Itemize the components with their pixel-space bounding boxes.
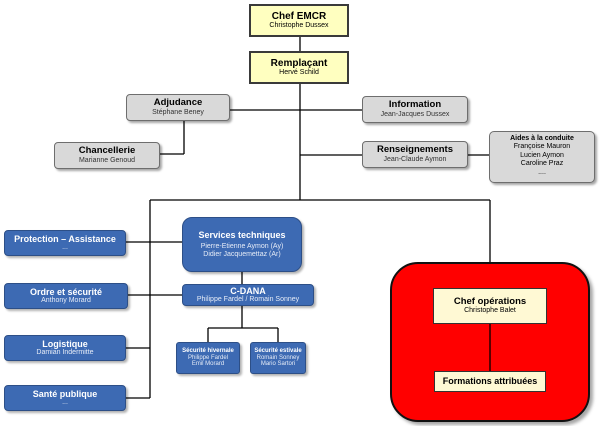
- c-dana-name: Philippe Fardel / Romain Sonney: [196, 296, 300, 304]
- hivernale-line: Philippe Fardel: [187, 354, 229, 361]
- aides-conduite-box: Aides à la conduite Françoise Mauron Luc…: [489, 131, 595, 183]
- logistique-title: Logistique: [42, 338, 88, 349]
- logistique-name: Damian Indermitte: [36, 349, 94, 357]
- ordre-title: Ordre et sécurité: [29, 286, 103, 297]
- aides-name: Lucien Aymon: [520, 151, 564, 159]
- sante-publique-box: Santé publique ...: [4, 385, 126, 411]
- adjudance-box: Adjudance Stéphane Beney: [126, 94, 230, 121]
- information-box: Information Jean-Jacques Dussex: [362, 96, 468, 123]
- sante-title: Santé publique: [32, 388, 98, 399]
- chef-operations-box: Chef opérations Christophe Balet: [433, 288, 547, 324]
- remplacant-box: Remplaçant Hervé Schild: [249, 51, 349, 84]
- aides-name: ....: [538, 168, 546, 176]
- chef-emcr-box: Chef EMCR Christophe Dussex: [249, 4, 349, 37]
- renseignements-title: Renseignements: [376, 144, 454, 156]
- aides-name: Caroline Praz: [520, 160, 564, 168]
- chef-operations-title: Chef opérations: [453, 295, 527, 307]
- information-title: Information: [388, 99, 442, 111]
- protection-title: Protection – Assistance: [14, 233, 116, 244]
- chef-emcr-title: Chef EMCR: [271, 10, 327, 22]
- adjudance-title: Adjudance: [153, 97, 203, 109]
- chancellerie-box: Chancellerie Marianne Genoud: [54, 142, 160, 169]
- ordre-name: Anthony Morard: [41, 297, 91, 305]
- services-title: Services techniques: [198, 229, 286, 240]
- estivale-line: Mario Sartori: [260, 361, 296, 368]
- securite-estivale-box: Sécurité estivale Romain Sonney Mario Sa…: [250, 342, 306, 374]
- information-name: Jean-Jacques Dussex: [380, 110, 450, 118]
- remplacant-title: Remplaçant: [270, 57, 328, 69]
- hivernale-title: Sécurité hivernale: [182, 347, 234, 354]
- estivale-title: Sécurité estivale: [254, 347, 302, 354]
- securite-hivernale-box: Sécurité hivernale Philippe Fardel Emil …: [176, 342, 240, 374]
- services-line: Pierre-Etienne Aymon (Ay): [200, 243, 284, 251]
- chef-emcr-name: Christophe Dussex: [269, 22, 329, 30]
- aides-title: Aides à la conduite: [510, 135, 574, 142]
- remplacant-name: Hervé Schild: [279, 69, 319, 77]
- c-dana-title: C-DANA: [230, 285, 266, 296]
- renseignements-box: Renseignements Jean-Claude Aymon: [362, 141, 468, 168]
- formations-attribuees-box: Formations attribuées: [434, 371, 546, 392]
- chancellerie-title: Chancellerie: [78, 145, 136, 157]
- protection-name: ...: [62, 244, 68, 252]
- adjudance-name: Stéphane Beney: [152, 108, 204, 116]
- formations-title: Formations attribuées: [442, 376, 538, 387]
- chancellerie-name: Marianne Genoud: [78, 156, 136, 164]
- renseignements-name: Jean-Claude Aymon: [383, 155, 447, 163]
- chef-operations-name: Christophe Balet: [464, 307, 516, 315]
- ordre-securite-box: Ordre et sécurité Anthony Morard: [4, 283, 128, 309]
- services-techniques-box: Services techniques Pierre-Etienne Aymon…: [182, 217, 302, 272]
- protection-assistance-box: Protection – Assistance ...: [4, 230, 126, 256]
- aides-name: Françoise Mauron: [513, 143, 571, 151]
- operations-panel: [390, 262, 590, 422]
- logistique-box: Logistique Damian Indermitte: [4, 335, 126, 361]
- hivernale-line: Emil Morard: [191, 361, 225, 368]
- sante-name: ...: [62, 399, 68, 407]
- estivale-line: Romain Sonney: [256, 354, 300, 361]
- c-dana-box: C-DANA Philippe Fardel / Romain Sonney: [182, 284, 314, 306]
- services-line: Didier Jacquemettaz (Ar): [203, 251, 281, 259]
